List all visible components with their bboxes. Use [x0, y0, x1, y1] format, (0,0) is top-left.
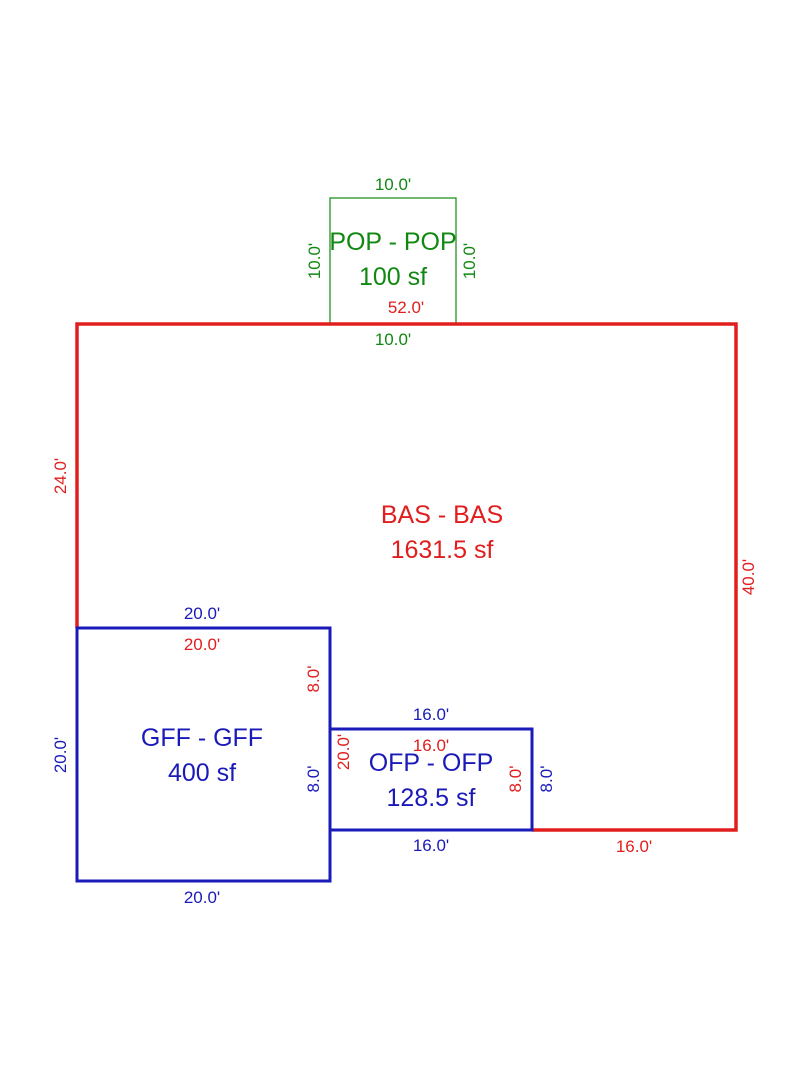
ofp-outline	[328, 727, 534, 832]
pop-area-size: 100 sf	[359, 263, 427, 291]
pop-dim-top: 10.0'	[375, 175, 411, 194]
ofp-dim-top: 16.0'	[413, 705, 449, 724]
ofp-dim-bottom: 16.0'	[413, 836, 449, 855]
pop-dim-left: 10.0'	[305, 243, 324, 279]
gff-dim-bottom: 20.0'	[184, 888, 220, 907]
bas-dim-ofp-top: 16.0'	[413, 736, 449, 755]
bas-dim-bottom: 16.0'	[616, 837, 652, 856]
pop-area-name: POP - POP	[329, 228, 456, 256]
bas-dim-gff-right: 8.0'	[304, 666, 323, 693]
bas-dim-ofp-right: 8.0'	[506, 766, 525, 793]
bas-dim-gff-top: 20.0'	[184, 635, 220, 654]
gff-outline	[75, 626, 332, 883]
bas-dim-ofp-left: 20.0'	[334, 734, 353, 770]
ofp-area-size: 128.5 sf	[387, 784, 476, 812]
ofp-dim-right: 8.0'	[537, 766, 556, 793]
ofp-area-name: OFP - OFP	[369, 749, 494, 777]
gff-area-size: 400 sf	[168, 759, 236, 787]
bas-dim-top: 52.0'	[388, 298, 424, 317]
gff-dim-left: 20.0'	[51, 737, 70, 773]
gff-area-name: GFF - GFF	[141, 724, 263, 752]
pop-dim-bottom: 10.0'	[375, 330, 411, 349]
bas-area-size: 1631.5 sf	[391, 536, 494, 564]
pop-dim-right: 10.0'	[460, 243, 479, 279]
bas-area-name: BAS - BAS	[381, 501, 503, 529]
bas-dim-left: 24.0'	[51, 458, 70, 494]
bas-outline	[75, 322, 738, 832]
gff-dim-right: 8.0'	[304, 766, 323, 793]
gff-dim-top: 20.0'	[184, 604, 220, 623]
bas-dim-right: 40.0'	[739, 559, 758, 595]
